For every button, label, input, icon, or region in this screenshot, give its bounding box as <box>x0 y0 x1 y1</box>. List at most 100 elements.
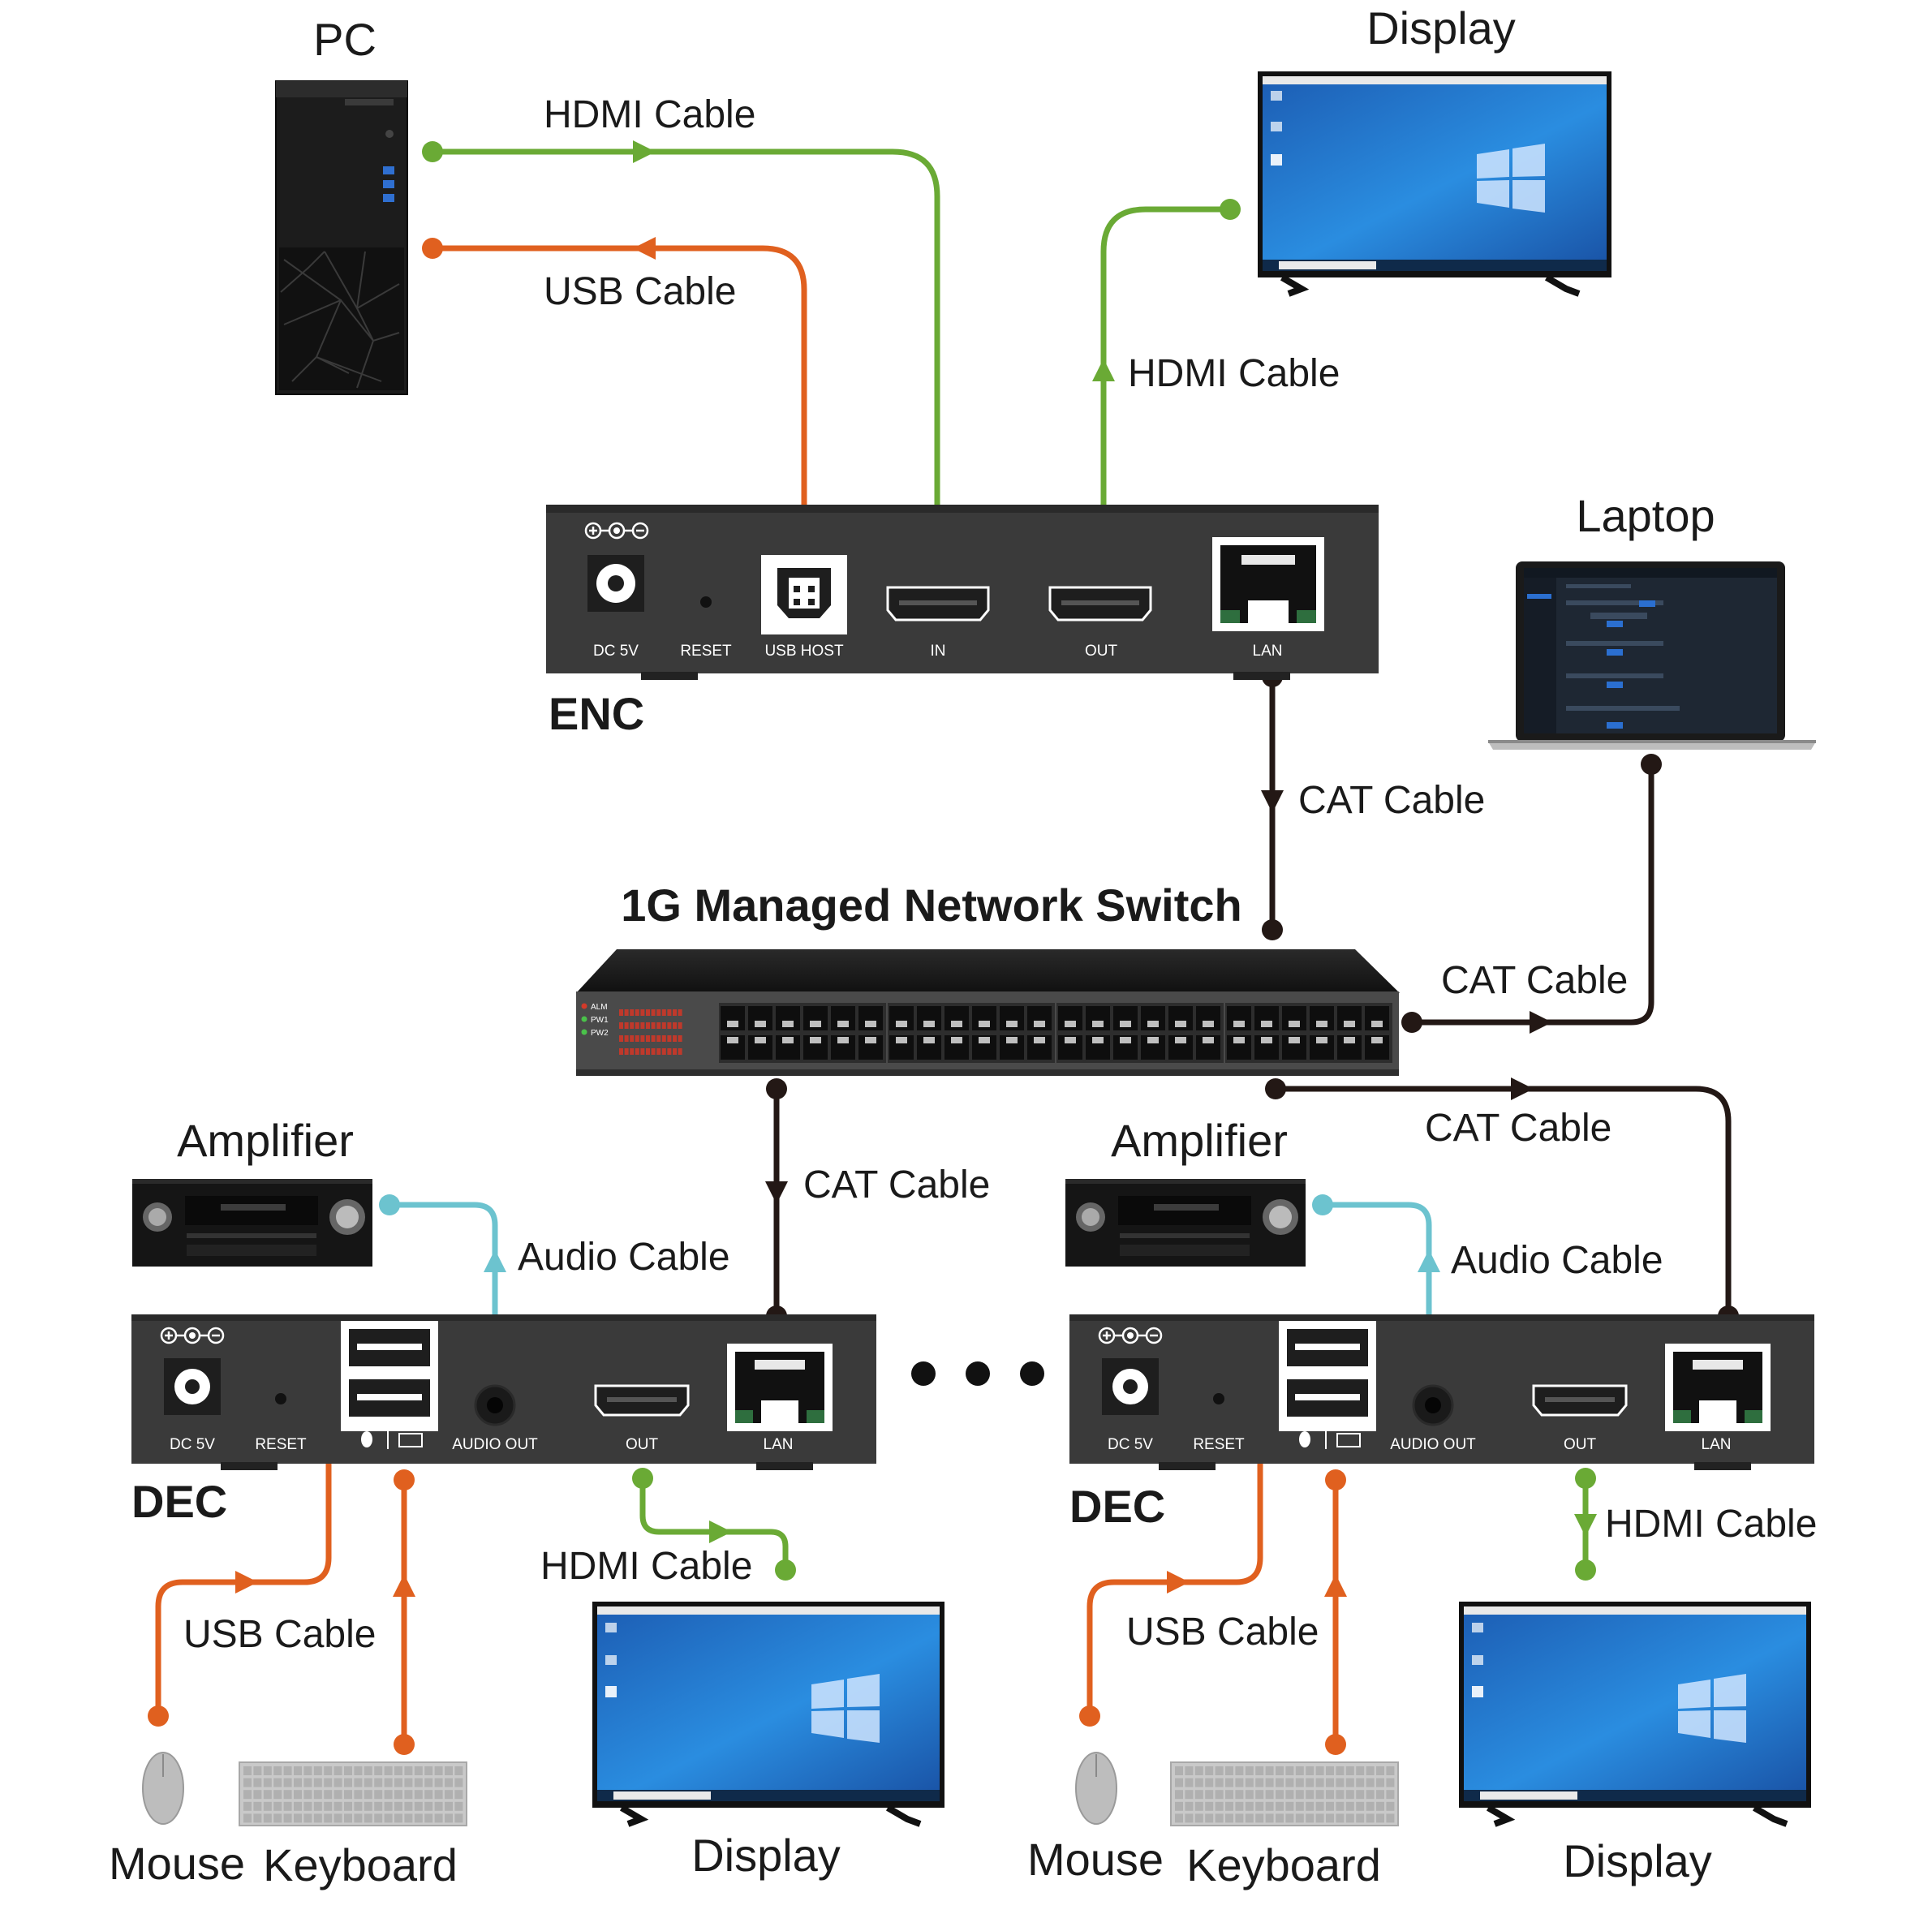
cable-arrows <box>235 140 1597 1597</box>
label-display-top: Display <box>1366 2 1516 54</box>
arrow-dec-left-cat <box>765 1181 788 1204</box>
dec-left-port-lan: LAN <box>764 1436 794 1453</box>
label-mouse-right: Mouse <box>1027 1834 1164 1885</box>
label-display-left: Display <box>691 1830 841 1881</box>
switch-led-alm: ALM <box>591 1003 608 1012</box>
more-decoders-ellipsis <box>911 1361 1044 1386</box>
label-decoder-right: DEC <box>1069 1481 1165 1532</box>
dec-left-audio-cable <box>386 1202 498 1372</box>
enc-port-lan: LAN <box>1253 643 1283 660</box>
display-top <box>1258 71 1611 297</box>
switch-port-leds <box>619 1009 682 1055</box>
dot-switch-dec-right <box>1265 1078 1286 1099</box>
dot-switch-dec-left <box>766 1078 787 1099</box>
label-dec-right-audio: Audio Cable <box>1451 1239 1663 1282</box>
label-decoder-left: DEC <box>131 1476 227 1527</box>
amplifier-right <box>1065 1179 1306 1267</box>
arrow-dec-right-cat <box>1511 1077 1534 1100</box>
dec-right-cat-cable <box>1272 1086 1732 1319</box>
dot-display-top <box>1220 199 1241 220</box>
enc-port-usb-host: USB HOST <box>764 643 844 660</box>
arrow-enc-hdmi-out <box>1092 359 1115 381</box>
pc-usb-cable <box>429 245 807 535</box>
label-mouse-left: Mouse <box>109 1838 245 1889</box>
label-dec-left-audio: Audio Cable <box>518 1236 730 1279</box>
dec-right-port-reset: RESET <box>1193 1436 1245 1453</box>
dot-pc-hdmi <box>422 141 443 162</box>
label-pc-usb: USB Cable <box>544 270 736 313</box>
dot-amp-right <box>1312 1194 1333 1215</box>
label-amplifier-left: Amplifier <box>177 1115 354 1166</box>
label-dec-left-cat: CAT Cable <box>803 1163 990 1206</box>
dec-left-port-reset: RESET <box>255 1436 307 1453</box>
label-enc-hdmi-out: HDMI Cable <box>1128 352 1340 395</box>
arrow-dec-left-usb-keyboard <box>393 1574 415 1597</box>
dot-mouse-right <box>1079 1705 1100 1727</box>
cable-labels: HDMI Cable USB Cable HDMI Cable CAT Cabl… <box>183 93 1817 1656</box>
enc-port-in: IN <box>931 643 946 660</box>
arrow-dec-right-usb-keyboard <box>1324 1574 1347 1597</box>
dec-right-port-dc: DC 5V <box>1108 1436 1153 1453</box>
encoder-box: DC 5V RESET USB HOST IN OUT LAN <box>546 505 1379 680</box>
label-enc-cat: CAT Cable <box>1298 779 1485 822</box>
dot-switch-laptop <box>1401 1012 1422 1033</box>
dot-dec-right-hdmi <box>1575 1468 1596 1489</box>
enc-hdmi-out-cable <box>1100 206 1233 535</box>
label-laptop: Laptop <box>1576 490 1715 541</box>
dot-display-left <box>775 1559 796 1581</box>
dec-right-port-audio-out: AUDIO OUT <box>1390 1436 1476 1453</box>
arrow-dec-left-hdmi <box>709 1520 732 1543</box>
enc-port-reset: RESET <box>680 643 732 660</box>
display-right <box>1459 1602 1811 1827</box>
dec-left-port-out: OUT <box>626 1436 659 1453</box>
arrow-dec-left-audio <box>484 1249 506 1272</box>
pc-tower <box>275 80 408 395</box>
keyboard-left <box>239 1761 467 1826</box>
dot-keyboard-right <box>1325 1734 1346 1755</box>
amplifier-left <box>132 1179 372 1267</box>
dot-laptop <box>1641 754 1662 775</box>
dot-dec-left-usb2 <box>394 1469 415 1490</box>
arrow-dec-right-usb-mouse <box>1167 1571 1190 1594</box>
label-dec-right-hdmi: HDMI Cable <box>1605 1503 1817 1546</box>
dot-switch-enc <box>1262 919 1283 940</box>
dot-dec-left-hdmi <box>632 1468 653 1489</box>
label-amplifier-right: Amplifier <box>1111 1115 1288 1166</box>
label-dec-left-usb: USB Cable <box>183 1613 376 1656</box>
label-laptop-cat: CAT Cable <box>1441 959 1628 1002</box>
dec-left-port-audio-out: AUDIO OUT <box>452 1436 538 1453</box>
dot-amp-left <box>379 1194 400 1215</box>
mouse-left <box>142 1752 184 1825</box>
label-dec-right-usb: USB Cable <box>1126 1611 1319 1654</box>
label-display-right: Display <box>1563 1835 1712 1886</box>
dot-display-right <box>1575 1559 1596 1581</box>
enc-port-dc: DC 5V <box>593 643 639 660</box>
keyboard-right <box>1170 1761 1399 1826</box>
switch-led-pw2: PW2 <box>591 1029 609 1038</box>
arrow-enc-cat <box>1261 790 1284 813</box>
laptop <box>1488 561 1816 750</box>
switch-ports <box>719 1003 1392 1063</box>
dot-pc-usb <box>422 238 443 259</box>
label-dec-right-cat: CAT Cable <box>1425 1107 1611 1150</box>
label-keyboard-left: Keyboard <box>263 1839 458 1890</box>
arrow-pc-hdmi <box>633 140 656 163</box>
dec-right-port-lan: LAN <box>1702 1436 1732 1453</box>
enc-port-out: OUT <box>1085 643 1118 660</box>
device-labels: PC Display Laptop ENC 1G Managed Network… <box>109 2 1715 1890</box>
label-encoder: ENC <box>549 688 644 739</box>
display-left <box>592 1602 944 1827</box>
label-keyboard-right: Keyboard <box>1186 1839 1381 1890</box>
arrow-dec-left-usb-mouse <box>235 1571 258 1594</box>
label-switch: 1G Managed Network Switch <box>621 880 1242 931</box>
pc-hdmi-cable <box>429 148 940 535</box>
laptop-cat-cable <box>1409 761 1654 1026</box>
label-pc: PC <box>313 14 377 65</box>
switch-led-pw1: PW1 <box>591 1016 609 1025</box>
arrow-dec-right-audio <box>1418 1249 1440 1272</box>
arrow-pc-usb <box>633 237 656 260</box>
